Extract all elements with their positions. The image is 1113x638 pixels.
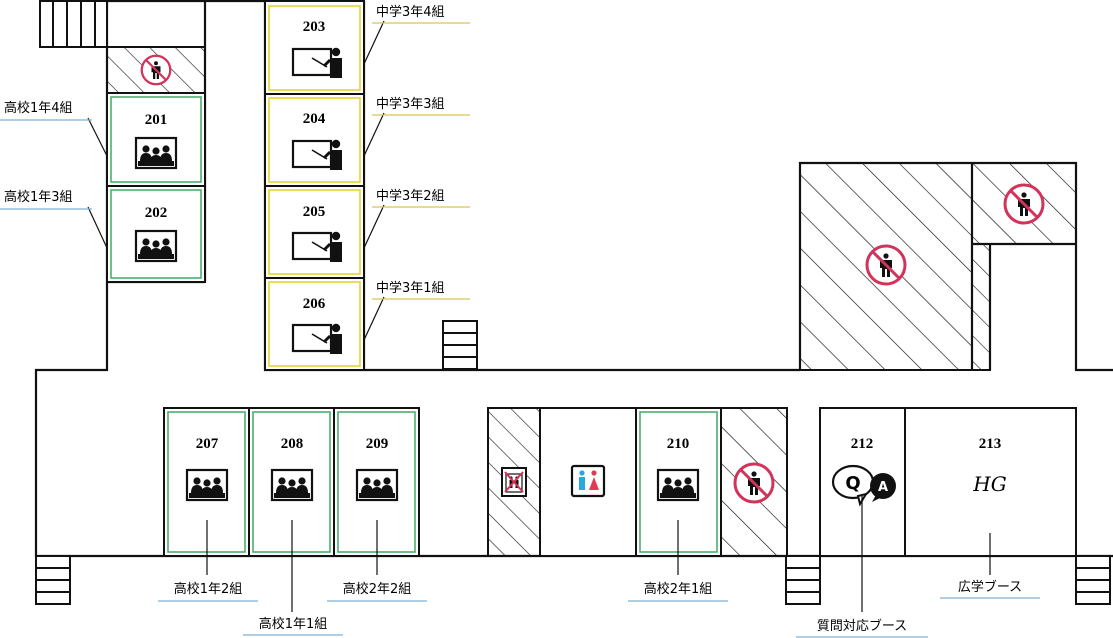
restricted-area-right xyxy=(799,162,1077,371)
label-213: 広学ブース xyxy=(958,579,1022,595)
stairs-icon xyxy=(1075,555,1111,605)
label-210: 高校2年1組 xyxy=(644,581,713,597)
elevator-icon xyxy=(501,467,527,497)
room-205[interactable]: 205 xyxy=(264,185,365,279)
label-212: 質問対応ブース xyxy=(817,618,907,634)
leader-lines xyxy=(87,20,991,612)
label-207: 高校1年2組 xyxy=(174,581,243,597)
restricted-area-left xyxy=(106,46,206,94)
teacher-board-icon xyxy=(291,46,344,80)
qa-bubble-icon: Q A xyxy=(831,464,896,507)
restricted-area-bottom xyxy=(720,407,788,557)
teacher-board-icon xyxy=(291,230,344,264)
room-204[interactable]: 204 xyxy=(264,93,365,187)
room-number: 210 xyxy=(667,436,690,452)
room-number: 203 xyxy=(303,19,326,35)
teacher-board-icon xyxy=(291,322,344,356)
students-icon xyxy=(270,468,314,502)
label-204: 中学3年3組 xyxy=(376,96,445,112)
room-number: 213 xyxy=(979,436,1002,452)
students-icon xyxy=(185,468,229,502)
label-underlines xyxy=(0,22,1040,638)
room-number: 209 xyxy=(366,436,389,452)
room-213[interactable]: 213 HG xyxy=(904,407,1077,557)
no-entry-icon xyxy=(1003,183,1045,225)
svg-text:Q: Q xyxy=(845,473,860,494)
restroom xyxy=(539,407,637,557)
room-number: 202 xyxy=(145,205,168,221)
label-205: 中学3年2組 xyxy=(376,188,445,204)
no-entry-icon xyxy=(140,54,172,86)
no-entry-icon xyxy=(733,462,775,504)
room-number: 208 xyxy=(281,436,304,452)
restroom-icon xyxy=(570,464,606,498)
room-210[interactable]: 210 xyxy=(635,407,722,557)
room-number: 201 xyxy=(145,112,168,128)
stairs-icon xyxy=(39,0,108,48)
room-206[interactable]: 206 xyxy=(264,277,365,371)
hg-logo: HG xyxy=(972,472,1006,496)
students-icon xyxy=(134,229,178,263)
room-number: 207 xyxy=(196,436,219,452)
room-number: 204 xyxy=(303,111,326,127)
students-icon xyxy=(355,468,399,502)
room-203[interactable]: 203 xyxy=(264,0,365,95)
elevator-area xyxy=(487,407,541,557)
stairs-icon xyxy=(442,320,478,370)
label-201: 高校1年4組 xyxy=(4,100,73,116)
label-208: 高校1年1組 xyxy=(259,616,328,632)
room-201[interactable]: 201 xyxy=(106,92,206,187)
label-209: 高校2年2組 xyxy=(343,581,412,597)
room-number: 212 xyxy=(851,436,874,452)
label-202: 高校1年3組 xyxy=(4,189,73,205)
stairs-icon xyxy=(35,555,71,605)
room-labels: 高校1年4組 高校1年3組 中学3年4組 中学3年3組 中学3年2組 中学3年1… xyxy=(4,4,1022,634)
room-number: 205 xyxy=(303,204,326,220)
label-206: 中学3年1組 xyxy=(376,280,445,296)
label-203: 中学3年4組 xyxy=(376,4,445,20)
svg-text:A: A xyxy=(878,480,888,495)
room-number: 206 xyxy=(303,296,326,312)
no-entry-icon xyxy=(865,244,907,286)
teacher-board-icon xyxy=(291,138,344,172)
students-icon xyxy=(656,468,700,502)
students-icon xyxy=(134,136,178,170)
room-202[interactable]: 202 xyxy=(106,185,206,283)
stairs-icon xyxy=(785,555,821,605)
